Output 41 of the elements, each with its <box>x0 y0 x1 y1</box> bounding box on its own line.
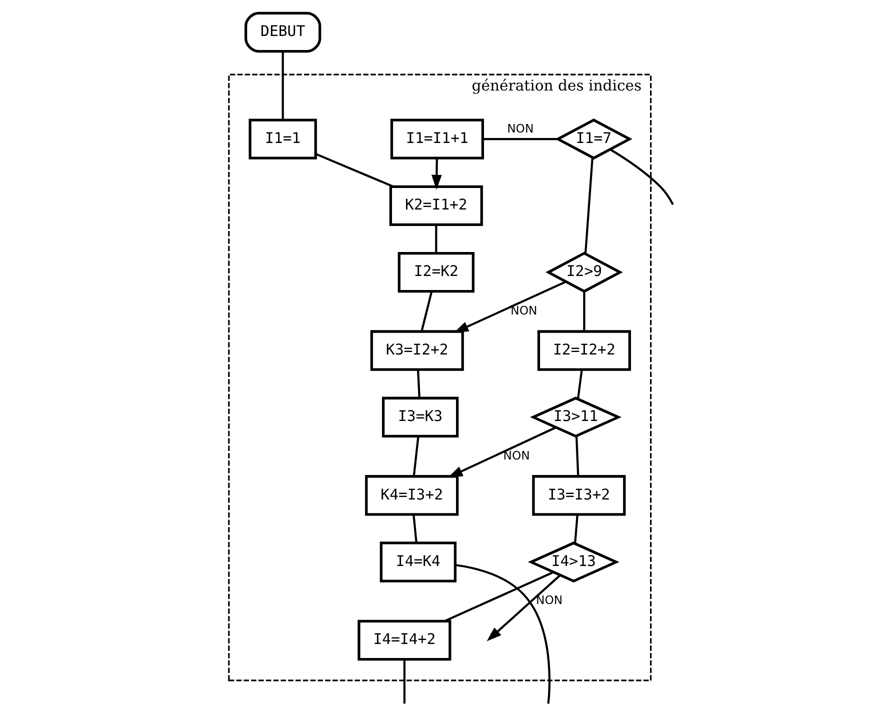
connector <box>610 148 674 204</box>
connector <box>482 138 558 140</box>
connector <box>403 658 406 704</box>
node-box: K4=I3+2 <box>365 474 459 516</box>
connector <box>574 514 578 543</box>
connector <box>412 514 418 542</box>
arrow <box>486 574 561 641</box>
node-diamond: I2>9 <box>546 251 623 292</box>
node-diamond: I1=7 <box>555 118 632 160</box>
connector <box>576 369 583 398</box>
connector <box>584 156 594 254</box>
edge-label: NON <box>503 448 530 462</box>
edge-label: NON <box>536 592 563 607</box>
connector <box>583 290 586 331</box>
node-box: I2=K2 <box>398 251 474 292</box>
arrow <box>454 280 566 332</box>
edge-label: NON <box>507 121 534 136</box>
node-box: K2=I1+2 <box>389 184 483 226</box>
node-diamond: I3>11 <box>530 396 622 438</box>
connector <box>412 436 420 476</box>
connector <box>455 563 551 704</box>
node-box: DEBUT <box>244 11 322 52</box>
edge-label: NON <box>510 302 538 317</box>
node-box: I3=I3+2 <box>532 474 626 516</box>
connector <box>444 570 554 622</box>
node-box: K3=I2+2 <box>370 330 464 370</box>
connector <box>416 369 420 398</box>
node-diamond: I4>13 <box>528 541 620 582</box>
connector <box>282 51 284 120</box>
connector <box>315 152 394 188</box>
connector <box>420 290 433 331</box>
node-box: I4=I4+2 <box>358 619 452 660</box>
node-box: I4=K4 <box>380 541 457 582</box>
node-box: I2=I2+2 <box>537 330 631 370</box>
connector <box>435 224 438 253</box>
node-box: I3=K3 <box>382 396 459 438</box>
arrow <box>448 426 556 478</box>
arrow <box>431 158 442 190</box>
connector <box>575 435 580 476</box>
node-box: I1=1 <box>248 118 317 159</box>
node-box: I1=I1+1 <box>390 118 484 159</box>
